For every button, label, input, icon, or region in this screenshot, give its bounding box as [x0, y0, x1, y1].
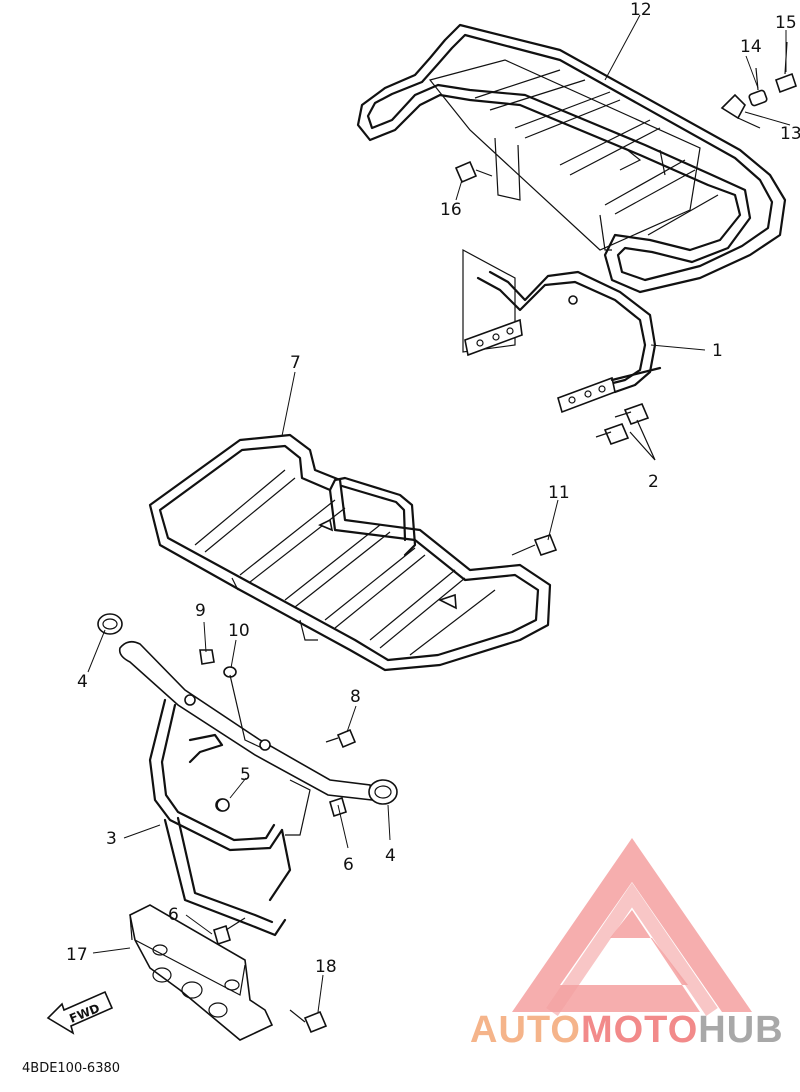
bolt-18-drawing [289, 1009, 328, 1034]
grommets-4-drawing [97, 613, 398, 805]
bolt-16-drawing [454, 160, 493, 184]
skid-plate-drawing [129, 904, 274, 1041]
watermark-triangle-icon [512, 838, 752, 1012]
part-label-11: 11 [548, 483, 570, 503]
leader-lines [87, 14, 791, 1013]
part-label-4-right: 4 [385, 846, 396, 866]
part-label-3: 3 [106, 829, 117, 849]
watermark-logo: AUTOMOTOHUB [470, 838, 784, 1051]
part-label-17: 17 [66, 945, 88, 965]
part-label-15: 15 [775, 13, 797, 33]
upper-rack-drawing [356, 23, 787, 294]
watermark-text-moto: MOTO [581, 1009, 698, 1051]
fasteners-5-6-8-9-10-drawing [199, 649, 357, 946]
watermark-text-auto: AUTO [470, 1009, 581, 1051]
diagram-code: 4BDE100-6380 [22, 1061, 120, 1076]
part-label-14: 14 [740, 37, 762, 57]
part-label-6-left: 6 [168, 905, 179, 925]
part-label-9: 9 [195, 601, 206, 621]
part-label-13: 13 [780, 124, 800, 144]
part-label-10: 10 [228, 621, 250, 641]
front-rack-drawing [148, 433, 552, 672]
part-label-4-left: 4 [77, 672, 88, 692]
rack-stay-drawing [462, 248, 662, 414]
bolt-pair-2-drawing [595, 402, 656, 461]
part-label-18: 18 [315, 957, 337, 977]
part-label-7: 7 [290, 353, 301, 373]
part-label-5: 5 [240, 765, 251, 785]
hardware-13-14-15-drawing [720, 41, 798, 129]
part-label-8: 8 [350, 687, 361, 707]
front-guard-drawing [118, 640, 373, 937]
svg-text:AUTOMOTOHUB: AUTOMOTOHUB [470, 1009, 784, 1051]
fwd-direction-arrow: FWD [46, 990, 114, 1035]
part-label-1: 1 [712, 341, 723, 361]
part-label-12: 12 [630, 0, 652, 20]
part-label-6-right: 6 [343, 855, 354, 875]
watermark-text-hub: HUB [698, 1009, 783, 1051]
fwd-arrow-icon [46, 990, 114, 1035]
part-label-16: 16 [440, 200, 462, 220]
bolt-11-drawing [511, 534, 558, 556]
part-label-2: 2 [648, 472, 659, 492]
part-labels: 1 2 3 4 4 5 6 6 7 8 9 10 11 12 13 14 15 … [66, 0, 800, 977]
